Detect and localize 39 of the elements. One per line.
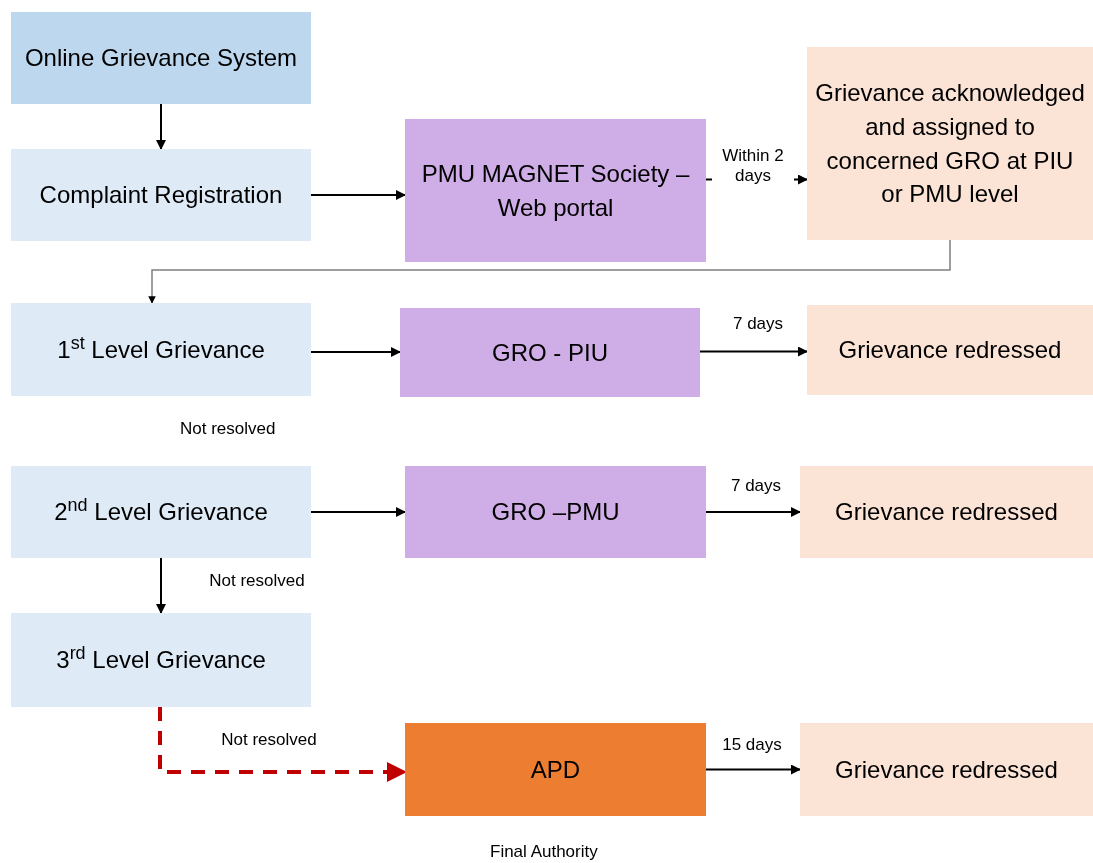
box-text: Grievance acknowledged and assigned to concerned GRO at PIU or PMU level [815, 78, 1085, 210]
dashed-arrow [158, 707, 407, 782]
box-text: 1$^{st}$ Level Grievance [57, 332, 265, 365]
process-box [400, 308, 700, 397]
process-box [405, 466, 706, 558]
process-box [807, 305, 1093, 395]
process-box [11, 149, 311, 241]
process-box [11, 303, 311, 396]
box-text: Complaint Registration [39, 180, 283, 211]
box-text: 3$^{rd}$ Level Grievance [56, 643, 266, 676]
box-text: GRO –PMU [491, 497, 620, 528]
node-caption: Final Authority [490, 842, 598, 863]
arrow [705, 764, 801, 775]
box-text: APD [530, 754, 581, 785]
process-box [11, 466, 311, 558]
arrow [699, 346, 808, 357]
process-box [11, 613, 311, 707]
arrow [148, 239, 951, 304]
arrow [705, 507, 801, 517]
box-text: Grievance redressed [835, 754, 1058, 785]
process-box [405, 723, 706, 816]
box-text: Grievance redressed [835, 497, 1058, 528]
box-text: Online Grievance System [24, 43, 298, 74]
edge-label: Within 2 days [712, 146, 794, 187]
arrow [156, 103, 166, 150]
arrow [310, 507, 406, 517]
process-box [405, 119, 706, 262]
box-text: PMU MAGNET Society – Web portal [420, 158, 691, 223]
box-text: 2$^{nd}$ Level Grievance [54, 495, 268, 528]
arrow [310, 347, 401, 357]
arrow [156, 557, 166, 614]
note-text: Not resolved [180, 419, 276, 440]
arrow [310, 190, 406, 200]
process-box [800, 466, 1093, 558]
process-box [11, 12, 311, 104]
box-text: GRO - PIU [492, 337, 608, 368]
process-box [800, 723, 1093, 816]
box-text: Grievance redressed [838, 335, 1062, 366]
process-box [807, 47, 1093, 240]
